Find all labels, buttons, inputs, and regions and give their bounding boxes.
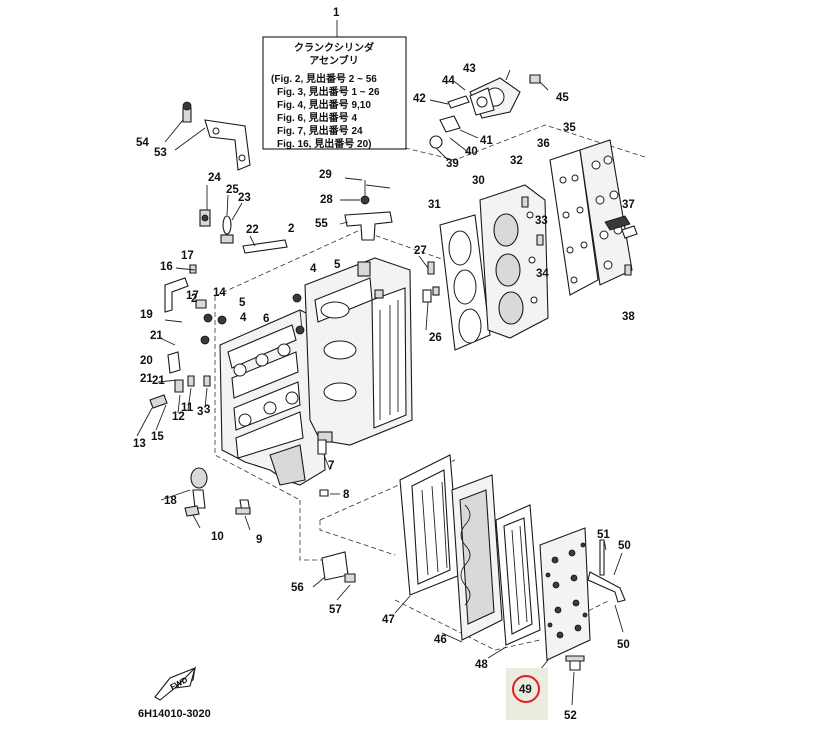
part-label-15: 15	[151, 431, 164, 443]
gasket-31	[439, 214, 491, 351]
callout-ref-6: Fig. 16, 見出番号 20)	[277, 137, 371, 150]
part-label-27: 27	[414, 245, 427, 257]
bolts-49-51	[565, 539, 626, 706]
part-label-31: 31	[428, 199, 441, 211]
bolts-23-25	[199, 185, 243, 244]
part-label-13: 13	[133, 438, 146, 450]
part-label-21-alt: 21	[152, 375, 165, 387]
callout-title-1: クランクシリンダ	[294, 41, 374, 54]
bracket-52	[164, 101, 251, 171]
part-label-33: 33	[535, 215, 548, 227]
cylinder-block	[292, 257, 413, 446]
part-label-2: 2	[288, 223, 294, 235]
bolts-27-33	[418, 196, 544, 331]
part-label-2-alt: 2	[191, 293, 197, 305]
callout-ref-1: (Fig. 2, 見出番号 2 ~ 56	[271, 72, 377, 85]
part-label-21: 21	[150, 330, 163, 342]
callout-title-2: アセンブリ	[309, 54, 359, 67]
part-label-40: 40	[465, 146, 478, 158]
crankcase	[219, 309, 326, 486]
part-label-38: 38	[622, 311, 635, 323]
part-label-18: 18	[164, 495, 177, 507]
part-label-47: 47	[382, 614, 395, 626]
part-label-3: 3	[204, 404, 210, 416]
callout-ref-2: Fig. 3, 見出番号 1 ~ 26	[277, 85, 380, 98]
part-label-11: 11	[181, 402, 194, 414]
part-label-17: 17	[181, 250, 194, 262]
part-label-39: 39	[446, 158, 459, 170]
part-label-36: 36	[537, 138, 550, 150]
fwd-arrow: FWD	[154, 666, 197, 701]
part-label-55: 55	[315, 218, 328, 230]
part-label-51: 51	[597, 529, 610, 541]
part-label-20: 20	[140, 355, 153, 367]
part-label-52: 52	[564, 710, 577, 722]
callout-ref-3: Fig. 4, 見出番号 9,10	[277, 98, 371, 111]
part-label-6: 6	[263, 313, 269, 325]
part-label-43: 43	[463, 63, 476, 75]
stud-22	[242, 235, 288, 254]
pins-7-8	[317, 439, 340, 497]
part-label-28: 28	[320, 194, 333, 206]
part-label-10: 10	[211, 531, 224, 543]
highlight-48	[506, 668, 548, 720]
cylinder-head-30	[479, 184, 549, 339]
part-label-30: 30	[472, 175, 485, 187]
head-cover-36-35	[549, 139, 638, 296]
part-label-4-alt: 4	[240, 312, 247, 324]
plugs-18-10-9	[160, 467, 251, 531]
part-label-50-alt: 50	[617, 639, 630, 651]
part-label-32: 32	[510, 155, 523, 167]
part-label-17-alt: 17	[186, 290, 199, 302]
part-label-46: 46	[434, 634, 447, 646]
callout-ref-4: Fig. 6, 見出番号 4	[277, 111, 357, 124]
callout-number: 1	[333, 7, 340, 19]
drawing-code: 6H14010-3020	[138, 708, 211, 720]
part-label-44: 44	[442, 75, 455, 87]
part-label-26: 26	[429, 332, 442, 344]
part-label-49: 49	[519, 684, 532, 696]
part-label-29: 29	[319, 169, 332, 181]
highlight-circle	[512, 675, 540, 703]
exhaust-parts	[394, 454, 591, 681]
part-label-50: 50	[618, 540, 631, 552]
part-label-21-alt: 21	[140, 373, 153, 385]
part-label-9: 9	[256, 534, 262, 546]
part-label-57: 57	[329, 604, 342, 616]
part-label-25: 25	[226, 184, 239, 196]
bracket-54	[339, 177, 393, 241]
part-label-4: 4	[310, 263, 317, 275]
part-label-14: 14	[213, 287, 226, 299]
part-label-42: 42	[413, 93, 426, 105]
part-label-12: 12	[172, 411, 185, 423]
part-label-45: 45	[556, 92, 569, 104]
part-label-56: 56	[291, 582, 304, 594]
part-label-41: 41	[480, 135, 493, 147]
part-label-19: 19	[140, 309, 153, 321]
part-label-53: 53	[154, 147, 167, 159]
part-label-8: 8	[343, 489, 350, 501]
part-label-5: 5	[334, 259, 341, 271]
part-label-3-alt: 3	[197, 406, 203, 418]
part-label-7: 7	[328, 460, 334, 472]
callout-box	[262, 36, 407, 150]
part-label-35: 35	[563, 122, 576, 134]
part-label-5-alt: 5	[239, 297, 246, 309]
part-label-48: 48	[475, 659, 488, 671]
part-label-37: 37	[622, 199, 635, 211]
clip-55-56	[312, 551, 356, 601]
thermostat-group	[429, 69, 549, 161]
left-small-parts	[136, 264, 227, 437]
part-label-22: 22	[246, 224, 259, 236]
part-label-16: 16	[160, 261, 173, 273]
part-label-24: 24	[208, 172, 221, 184]
part-label-34: 34	[536, 268, 549, 280]
part-label-54: 54	[136, 137, 149, 149]
part-label-23: 23	[238, 192, 251, 204]
callout-ref-5: Fig. 7, 見出番号 24	[277, 124, 363, 137]
callout-group: 1 クランクシリンダ アセンブリ (Fig. 2, 見出番号 2 ~ 56 Fi…	[262, 7, 407, 150]
